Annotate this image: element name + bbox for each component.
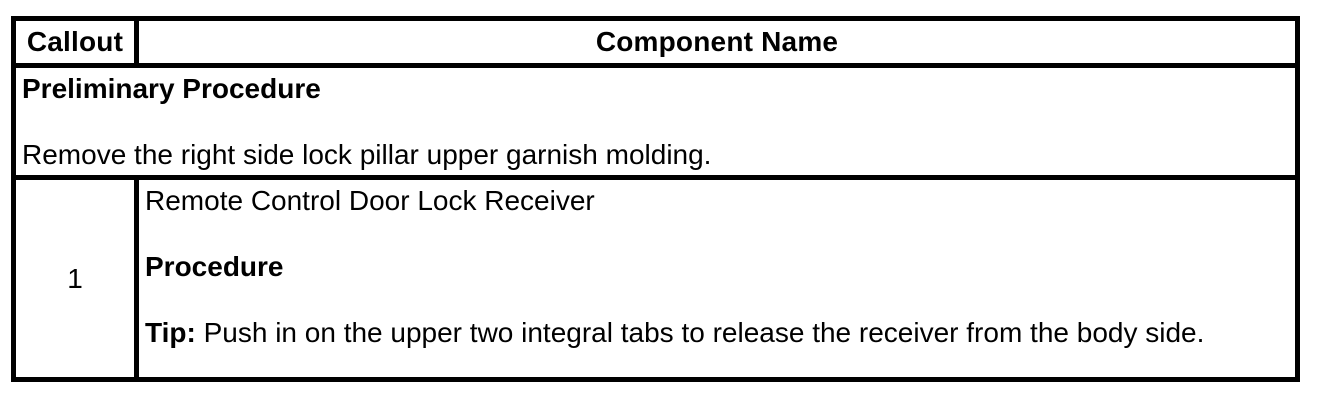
- component-name-text: Remote Control Door Lock Receiver: [145, 185, 595, 216]
- component-description-cell: Remote Control Door Lock Receiver Proced…: [134, 175, 1300, 382]
- procedure-heading: Procedure: [145, 251, 284, 282]
- callout-column-header: Callout: [11, 16, 139, 68]
- preliminary-procedure-title: Preliminary Procedure: [22, 73, 321, 104]
- tip-text: Push in on the upper two integral tabs t…: [203, 317, 1205, 348]
- component-name-column-header: Component Name: [134, 16, 1300, 68]
- preliminary-procedure-row: Preliminary Procedure Remove the right s…: [11, 63, 1300, 180]
- table-header-row: Callout Component Name: [11, 16, 1300, 68]
- tip-line: Tip: Push in on the upper two integral t…: [145, 316, 1289, 349]
- tip-label: Tip:: [145, 317, 196, 348]
- component-table: Callout Component Name Preliminary Proce…: [11, 16, 1300, 382]
- callout-number-cell: 1: [11, 175, 139, 382]
- component-row: 1 Remote Control Door Lock Receiver Proc…: [11, 175, 1300, 382]
- preliminary-procedure-cell: Preliminary Procedure Remove the right s…: [11, 63, 1300, 180]
- preliminary-procedure-step: Remove the right side lock pillar upper …: [22, 139, 712, 170]
